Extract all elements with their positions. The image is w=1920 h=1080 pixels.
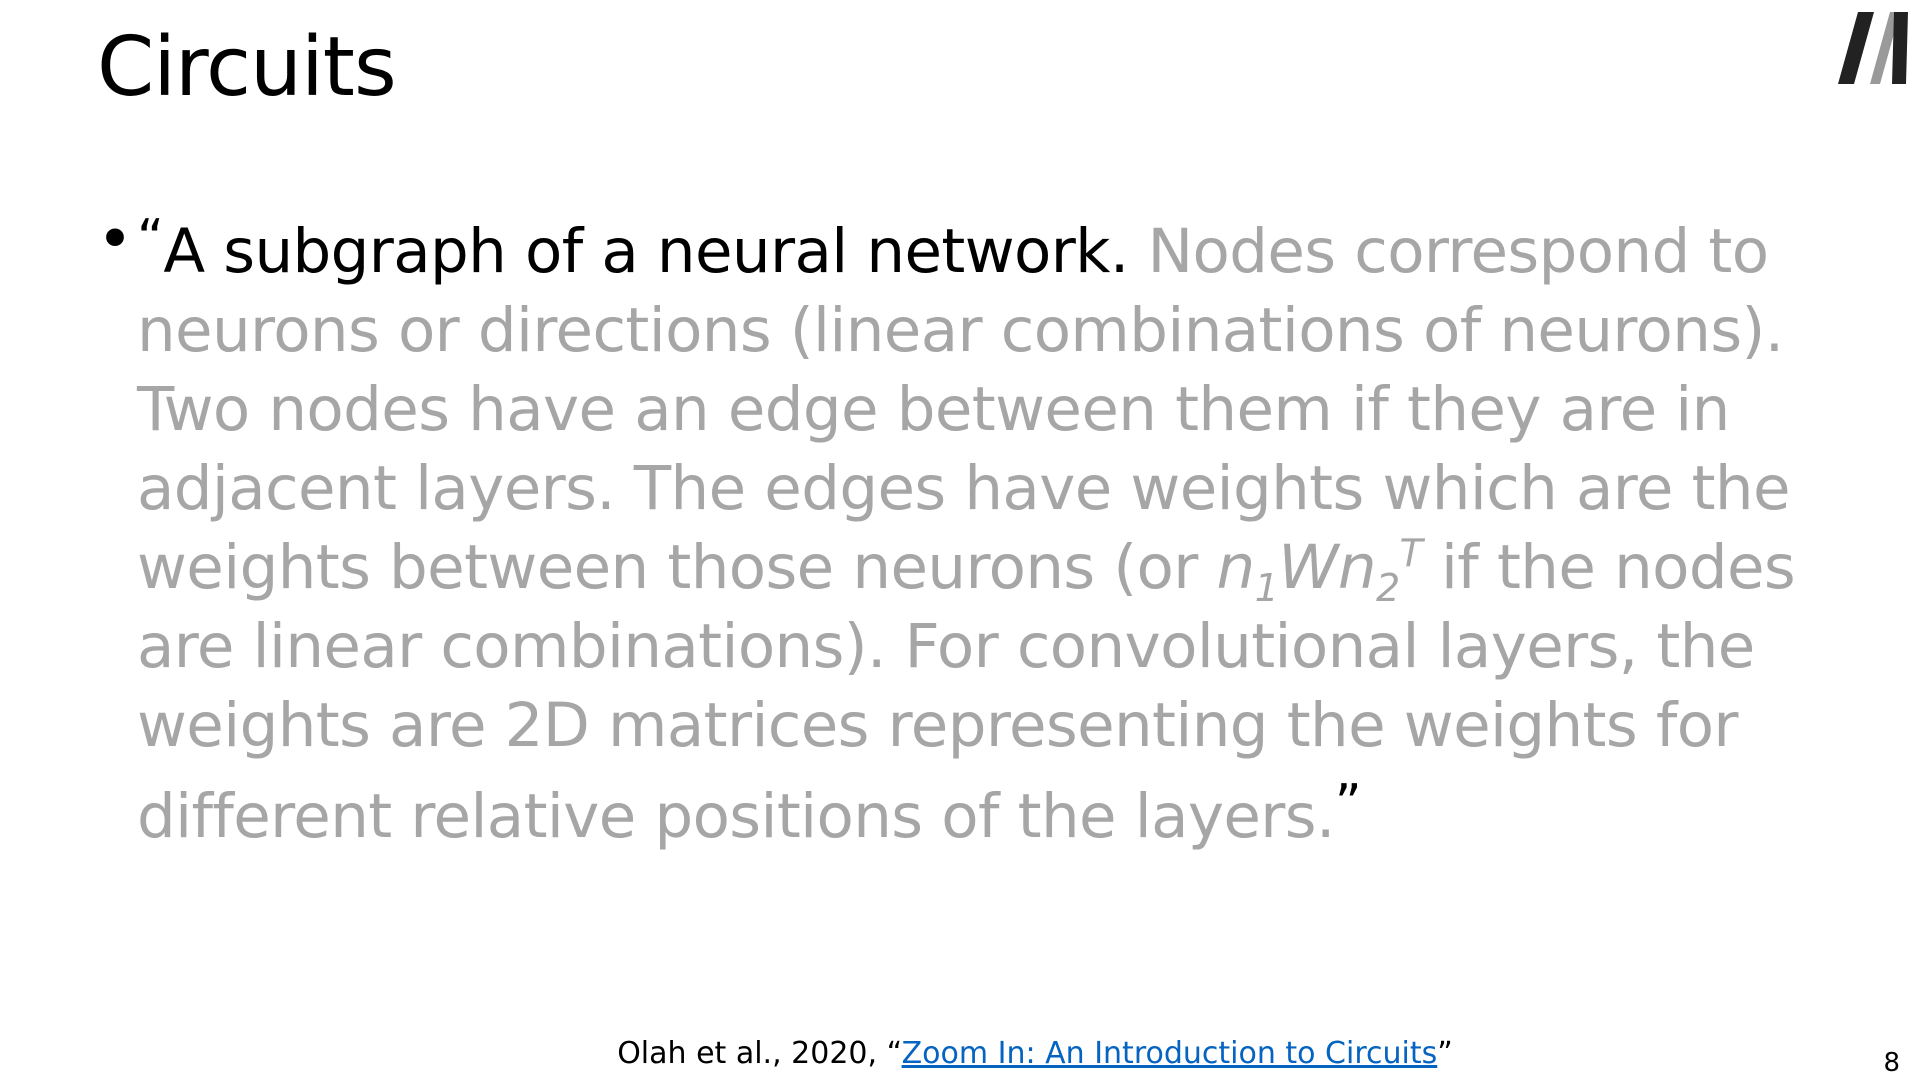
open-quote: “ <box>137 209 164 269</box>
citation-link[interactable]: Zoom In: An Introduction to Circuits <box>901 1036 1438 1071</box>
bullet-lead-text: A subgraph of a neural network. <box>163 216 1129 287</box>
citation-suffix: ” <box>1437 1036 1453 1071</box>
formula-sub-1: 1 <box>1254 566 1279 611</box>
citation-prefix: Olah et al., 2020, “ <box>617 1036 902 1071</box>
formula-sub-2: 2 <box>1375 566 1400 611</box>
citation: Olah et al., 2020, “Zoom In: An Introduc… <box>0 1034 1920 1074</box>
slide-content: •“A subgraph of a neural network. Nodes … <box>97 200 1797 856</box>
page-number: 8 <box>1883 1048 1900 1078</box>
close-quote: ” <box>1334 774 1362 834</box>
formula-w: W <box>1278 532 1338 603</box>
formula: n1Wn2T <box>1216 531 1423 607</box>
formula-n2: n <box>1337 532 1377 603</box>
formula-n1: n <box>1216 532 1256 603</box>
slide-title: Circuits <box>97 20 397 115</box>
bullet-item: •“A subgraph of a neural network. Nodes … <box>97 200 1797 856</box>
bullet-body-text-end: if the nodes are linear combinations). F… <box>137 532 1796 852</box>
bullet-marker: • <box>97 204 133 275</box>
formula-sup-t: T <box>1399 531 1423 576</box>
m-logo-icon <box>1838 12 1908 84</box>
bullet-body-text: Nodes correspond to neurons or direction… <box>137 216 1791 603</box>
